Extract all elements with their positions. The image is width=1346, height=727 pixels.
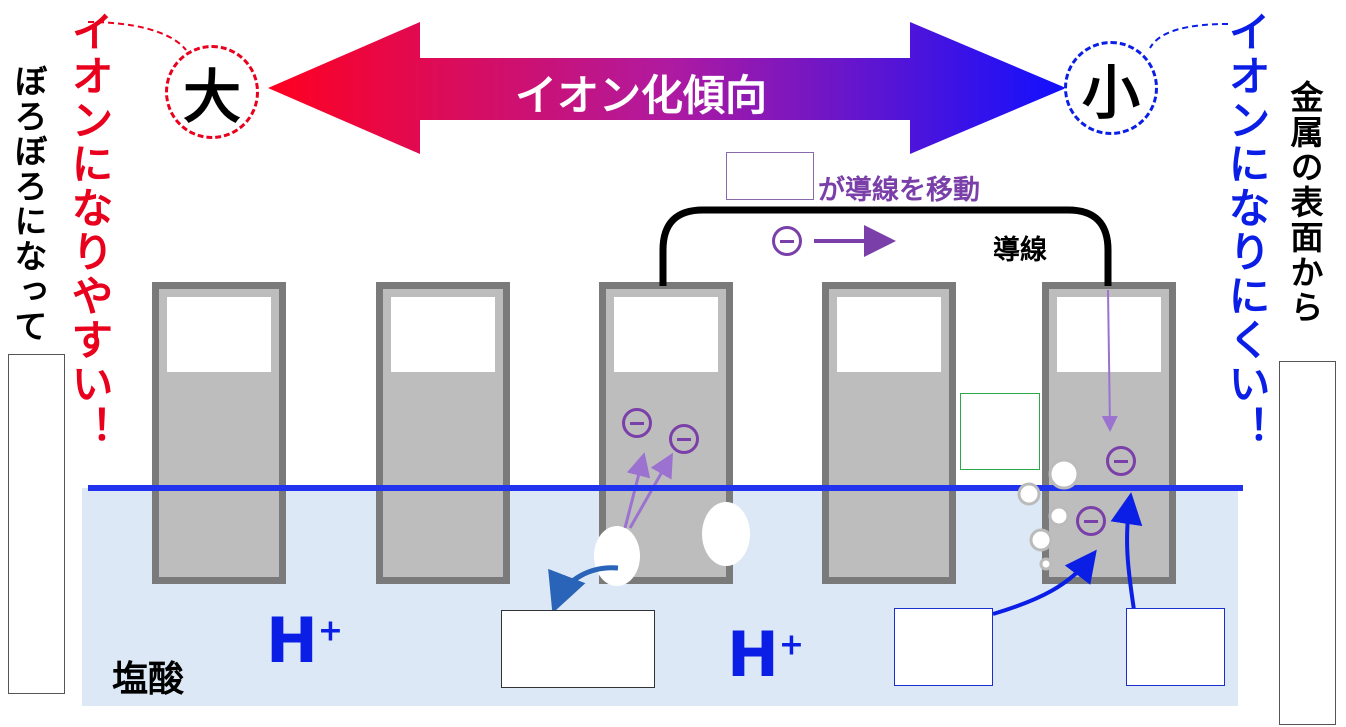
hydrogen-ion-2: H+ <box>727 618 804 691</box>
dissolve-notch-left <box>594 526 640 586</box>
left-red-text: イオンになりやすい！ <box>65 10 114 450</box>
left-answer-box <box>8 354 65 694</box>
electron-right-2 <box>1076 506 1106 536</box>
hydrogen-ion-2-symbol: H <box>727 618 779 691</box>
electrode-1 <box>152 282 286 584</box>
electrode-4-label-box <box>837 297 941 372</box>
small-char: 小 <box>1081 59 1140 127</box>
h-answer-box-1 <box>894 608 993 686</box>
wire-caption: が導線を移動 <box>818 175 980 206</box>
wire-label: 導線 <box>993 235 1047 266</box>
electron-right-1 <box>1106 446 1136 476</box>
small-circle: 小 <box>1064 41 1158 135</box>
dissolve-notch-right <box>702 502 750 566</box>
right-answer-box <box>1279 361 1336 725</box>
electrode-2 <box>376 282 510 584</box>
electron-left-2 <box>669 424 699 454</box>
electrode-1-label-box <box>167 297 271 372</box>
electrode-4 <box>822 282 956 584</box>
solution-label: 塩酸 <box>112 659 185 700</box>
ion-answer-box <box>501 610 655 688</box>
hydrogen-ion-2-charge: + <box>778 627 805 663</box>
green-answer-box <box>960 393 1040 470</box>
left-outer-text: ぼろぼろになって <box>9 64 48 344</box>
right-outer-text: 金属の表面から <box>1285 80 1324 325</box>
right-blue-text: イオンになりにくい！ <box>1222 10 1271 450</box>
electrode-3-label-box <box>614 297 718 372</box>
electron-wire <box>772 226 802 256</box>
hydrogen-ion-1: H+ <box>266 604 343 677</box>
large-char: 大 <box>182 63 241 131</box>
electrode-5 <box>1042 282 1176 584</box>
electron-left-1 <box>622 408 652 438</box>
arrow-label: イオン化傾向 <box>515 71 768 120</box>
hydrogen-ion-1-charge: + <box>317 613 344 649</box>
hydrogen-ion-1-symbol: H <box>266 604 318 677</box>
h-answer-box-2 <box>1126 608 1225 686</box>
large-circle: 大 <box>165 45 259 139</box>
electrode-2-label-box <box>391 297 495 372</box>
electron-answer-box <box>726 152 814 200</box>
